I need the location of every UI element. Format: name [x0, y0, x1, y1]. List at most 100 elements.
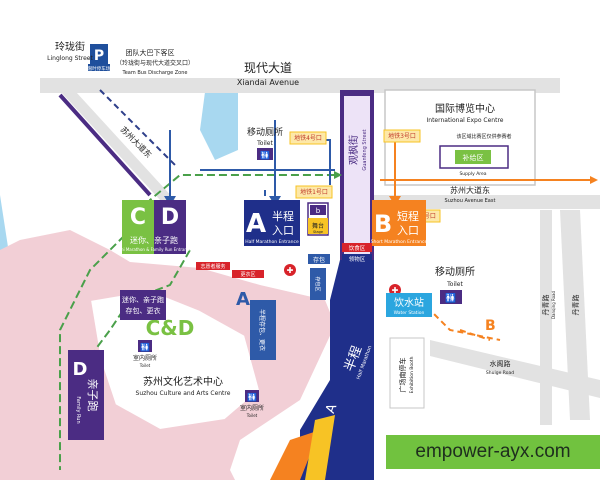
right-street	[560, 210, 590, 420]
toilet2-icon	[440, 290, 462, 304]
a-en: Half Marathon Entrance	[245, 239, 299, 245]
clothes-box	[232, 270, 264, 278]
indoor-toilet-glyph: 🚻	[140, 342, 150, 352]
indoor2-toilet-icon	[245, 390, 259, 402]
metro-exit4: 地铁4号口	[294, 134, 322, 142]
medical-cross-2: ✚	[392, 286, 399, 295]
bus-zone-en: Team Bus Discharge Zone	[122, 70, 188, 76]
dark-blue-dashed	[99, 89, 176, 166]
supply-cn: 补给区	[463, 153, 484, 162]
orange-corner	[270, 430, 320, 480]
cd-label-bg-right	[154, 232, 186, 254]
feedback-cn: 饮食区	[349, 244, 366, 252]
linglong-cn: 玲珑街	[55, 40, 85, 53]
b-cn-2: 入口	[397, 224, 419, 237]
bus-zone-line1: 团队大巴下客区	[126, 48, 175, 57]
d-sign	[154, 200, 186, 232]
a-vertical-box	[250, 300, 276, 360]
purple-diagonal	[58, 93, 152, 197]
b-en: Short Marathon Entrance	[371, 239, 428, 245]
medical-cross-1: ✚	[287, 266, 294, 275]
parking-caption-box	[88, 64, 110, 71]
guanfeng-en: Guanfeng Street	[362, 129, 368, 170]
b-sign	[372, 200, 426, 246]
a-small-letter: A	[236, 289, 250, 310]
a-sign	[244, 200, 300, 246]
stage-label-box	[308, 218, 328, 234]
blue-vertical-cn: 半程存包、更衣	[258, 309, 266, 351]
volunteer-box	[196, 262, 230, 270]
parking-sign	[90, 44, 108, 64]
c-sign	[122, 200, 154, 232]
indoor-toilet-icon	[138, 340, 152, 352]
expo-cn: 国际博览中心	[435, 102, 495, 115]
pond-water	[200, 92, 238, 160]
bus-zone-line2: （玲珑街与现代大道交叉口）	[116, 59, 194, 67]
water-cn: 饮水站	[394, 296, 424, 309]
toilet-mobile2-en: Toilet	[446, 281, 463, 288]
arrow-left-orange	[590, 176, 598, 184]
metro-exit3-box	[383, 129, 421, 143]
stage-letter: b	[316, 207, 321, 215]
a-letter: A	[246, 209, 266, 239]
plaza-en: Exhibition Booth	[409, 356, 415, 393]
arrow-green	[334, 171, 342, 179]
expo-en: International Expo Centre	[427, 117, 504, 124]
center-en: Suzhou Culture and Arts Centre	[136, 390, 231, 397]
xiandai-cn: 现代大道	[244, 61, 292, 75]
expo-note: 该区域比赛区仅供参赛者	[456, 133, 511, 140]
orange-dashed-2	[459, 329, 491, 341]
watermark-banner: empower-ayx.com	[386, 435, 600, 469]
stage-letter-box	[310, 205, 326, 215]
danqing-cn-right: 丹青路	[571, 295, 580, 316]
supply-en: Supply Area	[459, 171, 486, 177]
cd-start-box	[120, 290, 166, 320]
c-letter: C	[130, 205, 146, 230]
stage-cn: 舞台	[312, 222, 324, 230]
cd-start-cn2: 存包、更衣	[126, 306, 161, 315]
metro-exit3: 地铁3号口	[388, 132, 416, 140]
linglong-road	[50, 80, 175, 200]
xiandai-en: Xiandai Avenue	[237, 78, 299, 87]
bag-cn: 存包	[313, 256, 325, 264]
a-cn-2: 入口	[272, 224, 294, 237]
cd-start-cn: 迷你、亲子跑	[122, 295, 164, 304]
linglong-en: Linglong Street	[47, 55, 93, 62]
danqing-cn: 丹青路	[541, 295, 550, 316]
toilet-mobile-cn: 移动厕所	[247, 126, 283, 138]
pace-cn: 领物区	[349, 255, 366, 263]
volunteer-cn: 志愿者服务	[200, 263, 225, 270]
indoor2-en: Toilet	[246, 413, 258, 418]
b-cn-1: 短程	[397, 209, 419, 223]
watermark-text: empower-ayx.com	[415, 441, 571, 462]
cd-en: Mini Marathon & Family Run Entrance	[116, 247, 192, 252]
shuige-en: Shuige Road	[486, 370, 514, 376]
supply-area-box	[455, 150, 491, 164]
suzhou-east-en: Suzhou Avenue East	[445, 198, 496, 204]
water-en: Water Station	[394, 310, 425, 316]
metro-exit4-box	[289, 131, 327, 145]
b-letter: B	[374, 210, 392, 238]
parking-symbol: P	[94, 48, 104, 64]
indoor1-cn: 室内厕所	[133, 354, 157, 362]
center-cn: 苏州文化艺术中心	[143, 375, 223, 388]
plaza-cn: 广场南停车	[398, 358, 407, 393]
a-cn-1: 半程	[272, 209, 294, 223]
toilet2-icon-glyph: 🚻	[445, 292, 456, 304]
metro-exit1: 地铁1号口	[300, 188, 328, 196]
guanfeng-cn: 观枫街	[347, 135, 360, 165]
toilet-mobile-en: Toilet	[256, 140, 273, 147]
suzhou-east-cn: 苏州大道东	[450, 185, 490, 195]
danqing-en: Danqing Road	[551, 290, 556, 319]
shuige-road	[430, 340, 600, 398]
metro-exit1-box	[295, 185, 333, 199]
paddock-cn: 存包区	[314, 276, 321, 291]
d-start-en: Family Run	[75, 396, 81, 423]
indoor2-toilet-glyph: 🚻	[247, 392, 257, 402]
toilet-icon-glyph: 🚻	[260, 150, 270, 160]
medical-icon-1	[284, 264, 296, 276]
b-small-letter: B	[485, 318, 496, 334]
clothes-cn: 更衣区	[240, 271, 255, 278]
